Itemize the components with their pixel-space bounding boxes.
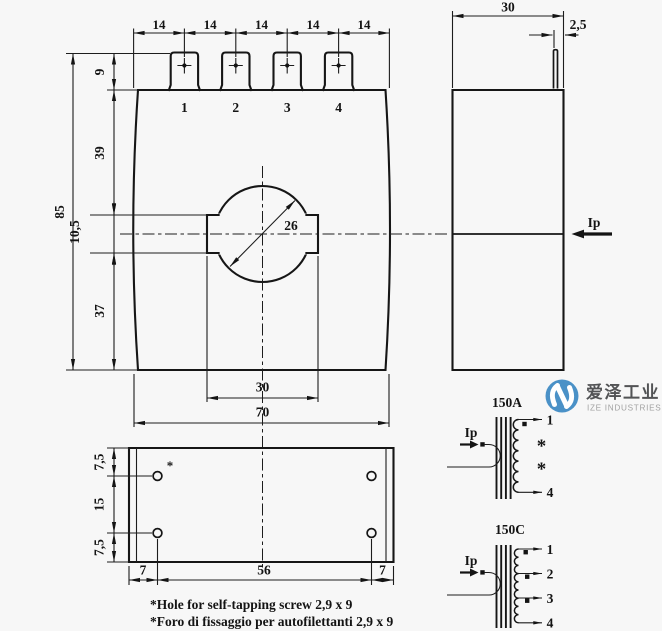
front-view: 26 14 14 14 14 14 1 2 3 4 85 9 39 10,5 3… [52,17,449,568]
logo-name-cn: 爱泽工业 [586,382,660,402]
polarity-mark-icon [480,570,485,575]
bottom-body-outline [127,446,395,564]
note-italian: *Foro di fissaggio per autofilettanti 2,… [150,614,393,629]
front-body-outline [132,88,392,372]
polarity-mark-icon [522,421,527,427]
dim-hole-diameter: 26 [284,218,298,233]
tap-mark-1: * [537,436,547,457]
polarity-mark-icon [523,550,528,555]
dim-blade-offset: 2,5 [570,17,587,32]
terminal-number-1: 1 [181,100,188,115]
dim-upper: 39 [92,146,107,160]
core-lines-icon [495,417,512,499]
polarity-mark-icon [480,442,485,447]
side-view: 30 2,5 Ip [451,0,612,372]
diameter-arrow [229,200,296,267]
terminal-150a-4: 4 [547,485,554,500]
tab-dot-2 [233,63,238,68]
tap-mark-2: * [537,459,547,480]
terminal-150c-3: 3 [547,591,554,606]
terminal-number-4: 4 [335,100,342,115]
terminal-150c-4: 4 [547,616,554,631]
mounting-hole-bl [152,527,163,539]
dim-pitch-5: 14 [358,17,372,32]
tab-center-marks-icon [177,58,346,74]
bottom-view: * 7,5 15 7,5 7 56 7 [92,446,395,585]
dim-slot-height: 10,5 [67,220,82,244]
mounting-hole-tl [152,470,163,482]
ip-arrowhead-icon [470,568,479,577]
dim-hole-spacing-h: 56 [257,563,271,578]
dim-total-width: 70 [256,405,270,420]
terminal-150a-1: 1 [547,413,554,428]
schematic-150c-ip-label: Ip [465,553,478,568]
notes: *Hole for self-tapping screw 2,9 x 9 *Fo… [150,597,393,629]
terminal-150c-2: 2 [547,567,554,582]
dim-pitch-4: 14 [307,17,321,32]
side-body-outline [451,88,565,372]
schematic-150c-label: 150C [495,522,525,537]
dim-total-height: 85 [52,205,67,219]
schematic-150a-label: 150A [492,395,522,410]
dim-hole-spacing-v: 15 [92,498,107,512]
primary-turn-icon [447,443,501,468]
mounting-hole-tr [366,470,377,482]
tab-dot-3 [285,63,290,68]
slot-outline [205,213,320,255]
left-extension-lines [66,52,207,371]
terminal-number-2: 2 [232,100,239,115]
secondary-winding-icon [512,418,519,494]
core-lines-icon [495,545,512,628]
bottom-extension-lines [133,256,390,427]
dim-pitch-1: 14 [153,17,167,32]
note-english: *Hole for self-tapping screw 2,9 x 9 [150,597,353,612]
terminal-number-3: 3 [284,100,291,115]
schematic-150c: 150C 1 2 3 4 Ip [447,522,554,631]
dim-lower: 37 [92,304,107,318]
schematic-150a-ip-label: Ip [465,425,478,440]
dim-hole-top: 7,5 [92,453,107,470]
polarity-mark-icon [525,574,530,579]
logo-name-en: IZE INDUSTRIES [587,404,661,413]
terminal-150c-1: 1 [547,542,554,557]
secondary-winding-icon [513,548,519,624]
dim-pitch-2: 14 [204,17,218,32]
logo-glyph-icon [549,383,575,409]
side-terminal-blade [552,48,559,89]
screw-hole-asterisk: * [167,458,174,473]
dim-slot-width: 30 [256,380,270,395]
top-extension-lines [133,28,390,88]
polarity-mark-icon [525,598,530,603]
bottom-inner-edges [135,448,387,562]
bottom-lower-extension-lines [128,539,395,585]
tab-dot-1 [182,63,187,68]
side-ip-label: Ip [588,215,601,230]
dim-tab-height: 9 [92,68,107,75]
side-extension-lines [451,11,565,88]
dim-hole-right: 7 [379,563,386,578]
bottom-left-extension-lines [107,447,152,563]
primary-turn-icon [447,571,501,596]
primary-current-arrowhead-icon [571,229,584,239]
schematic-150a: 150A 1 4 * * Ip [447,395,554,500]
dim-hole-bottom: 7,5 [92,539,107,556]
mounting-hole-br [366,527,377,539]
dim-depth: 30 [501,0,515,15]
watermark-logo: 爱泽工业 IZE INDUSTRIES [545,379,661,413]
tab-dot-4 [336,63,341,68]
dim-hole-left: 7 [140,563,147,578]
ip-arrowhead-icon [470,440,479,449]
dim-pitch-3: 14 [255,17,269,32]
